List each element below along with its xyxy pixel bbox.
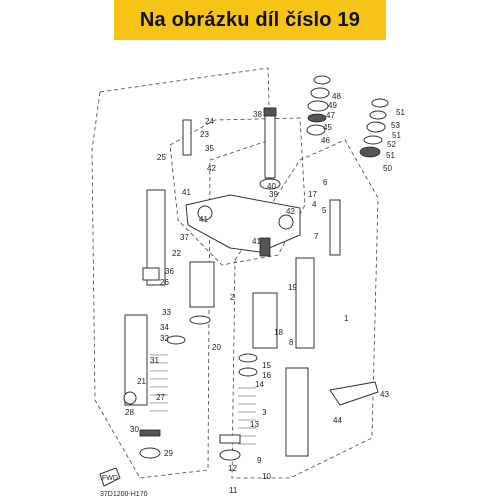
callout-49: 49 (328, 101, 337, 110)
callout-32: 32 (160, 334, 169, 343)
callout-35: 35 (205, 144, 214, 153)
callout-53: 53 (391, 121, 400, 130)
under-bracket (185, 194, 301, 257)
callout-34: 34 (160, 323, 169, 332)
right-fork (219, 199, 379, 461)
callout-28: 28 (125, 408, 134, 417)
callout-1: 1 (344, 314, 349, 323)
fwd-arrow-icon: FWD (99, 467, 121, 487)
callout-41b: 41 (199, 215, 208, 224)
callout-51a: 51 (396, 108, 405, 117)
callout-48: 48 (332, 92, 341, 101)
callout-37: 37 (180, 233, 189, 242)
callout-5: 5 (322, 206, 327, 215)
callout-labels: 1 2 3 4 5 6 7 8 9 10 11 12 13 14 15 16 1… (125, 92, 405, 495)
right-fork-outline (231, 139, 379, 479)
callout-7: 7 (314, 232, 319, 241)
page-title: Na obrázku díl číslo 19 (139, 8, 361, 31)
callout-21: 21 (137, 377, 146, 386)
callout-51b: 51 (392, 131, 401, 140)
callout-43: 43 (380, 390, 389, 399)
fwd-label: FWD (102, 475, 118, 482)
callout-11: 11 (229, 486, 238, 495)
steering-stem (259, 107, 281, 190)
callout-17: 17 (308, 190, 317, 199)
callout-40: 40 (267, 182, 276, 191)
callout-42b: 42 (286, 207, 295, 216)
callout-15: 15 (262, 361, 271, 370)
callout-41c: 41 (252, 237, 261, 246)
callout-27: 27 (156, 393, 165, 402)
callout-23: 23 (200, 130, 209, 139)
callout-36: 36 (165, 267, 174, 276)
callout-25: 25 (157, 153, 166, 162)
callout-45: 45 (323, 123, 332, 132)
callout-24: 24 (205, 117, 214, 126)
callout-10: 10 (262, 472, 271, 481)
callout-20: 20 (212, 343, 221, 352)
callout-46: 46 (321, 136, 330, 145)
callout-30: 30 (130, 425, 139, 434)
callout-6: 6 (323, 178, 328, 187)
callout-33: 33 (162, 308, 171, 317)
callout-19: 19 (288, 283, 297, 292)
callout-13: 13 (250, 420, 259, 429)
callout-50: 50 (383, 164, 392, 173)
callout-47: 47 (326, 111, 335, 120)
left-fork-outline (91, 67, 271, 479)
callout-39: 39 (269, 190, 278, 199)
bearing-stack-top (306, 75, 389, 158)
callout-8: 8 (289, 338, 294, 347)
callout-38: 38 (253, 110, 262, 119)
callout-9: 9 (257, 456, 262, 465)
callout-41a: 41 (182, 188, 191, 197)
title-banner: Na obrázku díl číslo 19 (114, 0, 386, 40)
callout-14: 14 (255, 380, 264, 389)
callout-12: 12 (228, 464, 237, 473)
left-fork (123, 119, 215, 459)
callout-16: 16 (262, 371, 271, 380)
callout-3: 3 (262, 408, 267, 417)
callout-44: 44 (333, 416, 342, 425)
callout-22: 22 (172, 249, 181, 258)
drawing-code: 37D1200-H170 (100, 491, 148, 498)
callout-4: 4 (312, 200, 317, 209)
callout-51c: 51 (386, 151, 395, 160)
callout-31: 31 (150, 356, 159, 365)
callout-2: 2 (230, 293, 235, 302)
callout-26: 26 (160, 278, 169, 287)
callout-52: 52 (387, 140, 396, 149)
callout-42a: 42 (207, 164, 216, 173)
callout-18: 18 (274, 328, 283, 337)
callout-29: 29 (164, 449, 173, 458)
